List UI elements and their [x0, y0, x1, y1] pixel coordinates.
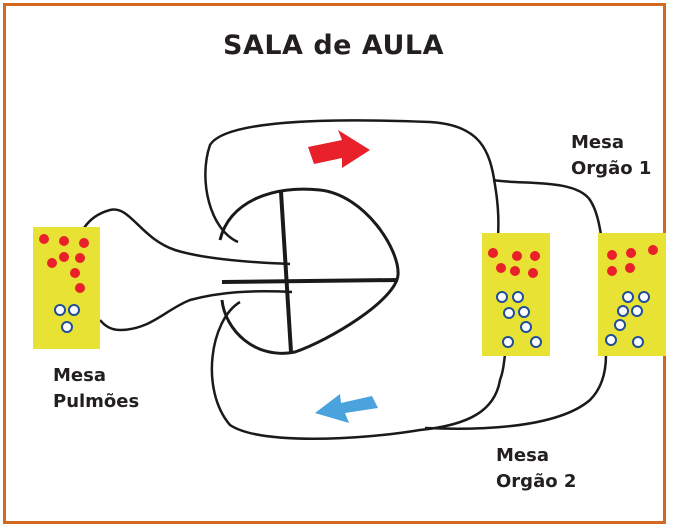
classroom-frame	[3, 3, 666, 524]
red-dot	[39, 234, 49, 244]
blue-dot	[632, 336, 644, 348]
red-dot	[626, 248, 636, 258]
red-dot	[70, 268, 80, 278]
label-line: Mesa	[571, 132, 624, 153]
red-dot	[496, 263, 506, 273]
label-line: Pulmões	[53, 391, 140, 412]
blue-dot	[520, 321, 532, 333]
blue-flow-arrow	[315, 394, 378, 423]
heart-septum-horizontal	[221, 278, 399, 284]
red-dot	[75, 253, 85, 263]
blue-dot	[638, 291, 650, 303]
label-mesa-pulmoes: Mesa Pulmões	[53, 363, 139, 415]
blue-dot	[530, 336, 542, 348]
systemic-vein-bottom	[210, 300, 507, 440]
red-flow-arrow	[308, 130, 370, 168]
red-dot	[510, 266, 520, 276]
blue-dot	[61, 321, 73, 333]
label-line: Mesa	[496, 445, 549, 466]
blue-dot	[617, 305, 629, 317]
red-dot	[625, 263, 635, 273]
blue-dot	[614, 319, 626, 331]
blue-dot	[622, 291, 634, 303]
blue-dot	[503, 307, 515, 319]
label-mesa-orgao-1: Mesa Orgão 1	[571, 130, 651, 182]
blue-dot	[512, 291, 524, 303]
red-dot	[59, 252, 69, 262]
label-line: Mesa	[53, 365, 106, 386]
blue-dot	[54, 304, 66, 316]
heart-septum-vertical	[279, 191, 293, 353]
red-dot	[75, 283, 85, 293]
red-dot	[528, 268, 538, 278]
red-dot	[512, 251, 522, 261]
table-orgao-2	[482, 233, 550, 356]
blue-dot	[502, 336, 514, 348]
blue-dot	[496, 291, 508, 303]
red-dot	[530, 251, 540, 261]
blue-dot	[605, 334, 617, 346]
red-dot	[648, 245, 658, 255]
red-dot	[607, 266, 617, 276]
blue-dot	[68, 304, 80, 316]
systemic-artery-top	[204, 119, 500, 244]
label-line: Orgão 2	[496, 471, 577, 492]
red-dot	[607, 250, 617, 260]
diagram-title: SALA de AULA	[223, 30, 444, 61]
label-line: Orgão 1	[571, 158, 652, 179]
blue-dot	[518, 306, 530, 318]
red-dot	[79, 238, 89, 248]
systemic-artery-branch	[492, 178, 604, 241]
blue-dot	[631, 305, 643, 317]
red-dot	[488, 248, 498, 258]
systemic-vein-branch	[424, 354, 608, 430]
label-mesa-orgao-2: Mesa Orgão 2	[496, 443, 576, 495]
table-pulmoes	[33, 227, 100, 349]
pulmonary-vessel-upper	[82, 208, 291, 266]
pulmonary-vessel-lower	[99, 290, 293, 332]
red-dot	[47, 258, 57, 268]
table-orgao-1	[598, 233, 666, 356]
red-dot	[59, 236, 69, 246]
heart-outline	[218, 187, 400, 355]
